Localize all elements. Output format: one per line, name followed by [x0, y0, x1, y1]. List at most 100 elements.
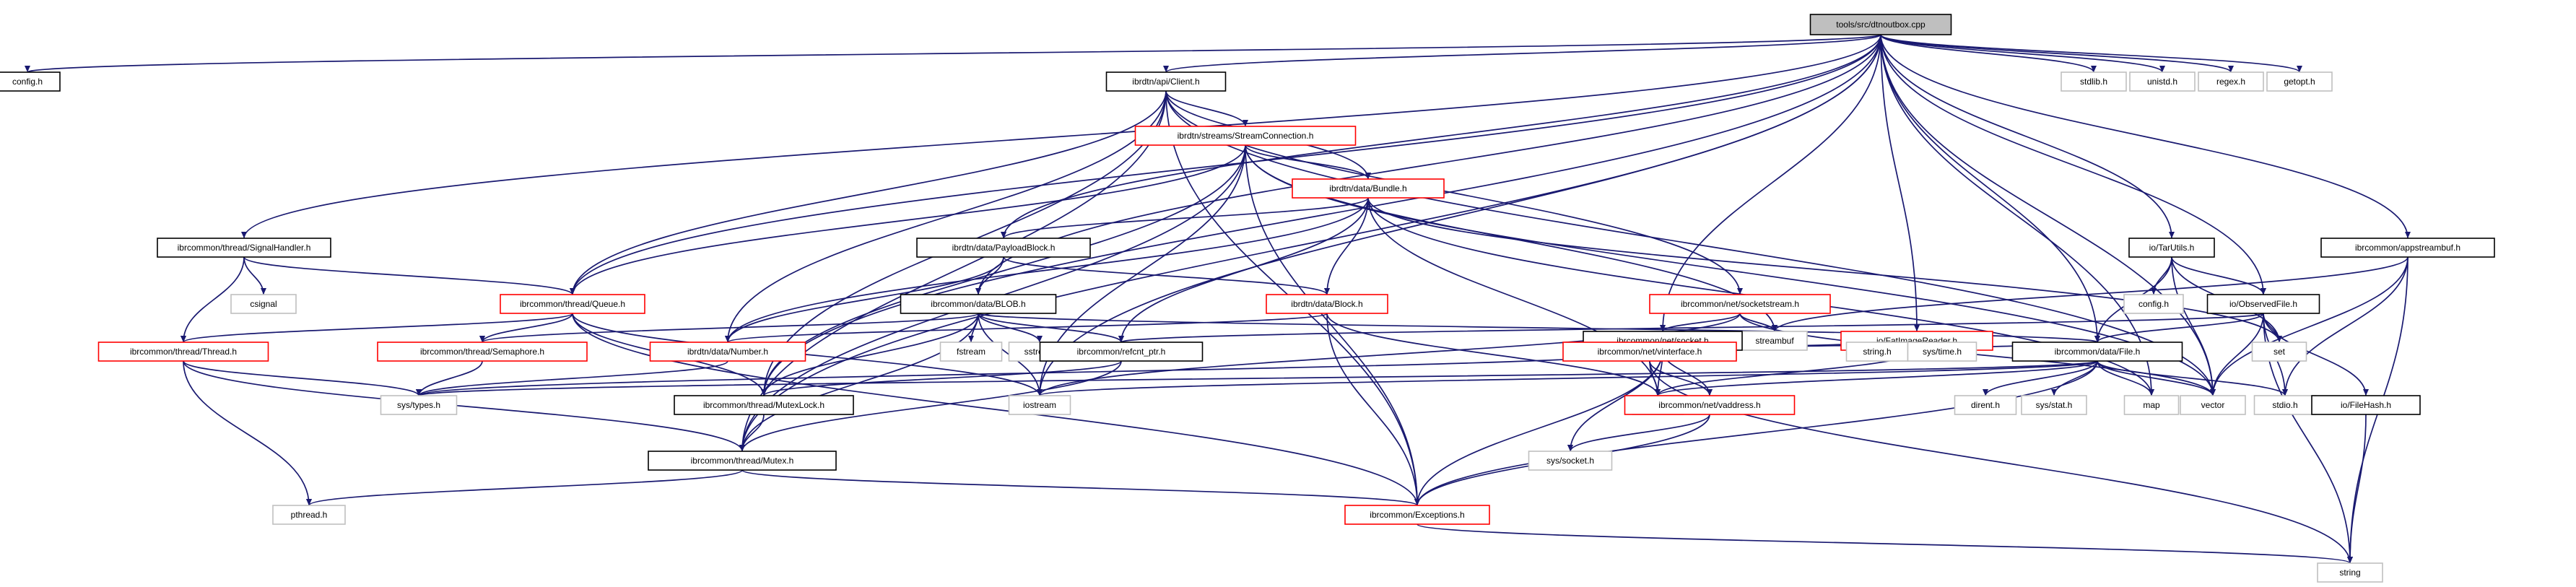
node-refcnt[interactable]: ibrcommon/refcnt_ptr.h [1039, 342, 1204, 362]
edge-root-to-regex [1880, 34, 2234, 73]
node-config[interactable]: config.h [0, 71, 61, 92]
node-label: getopt.h [2284, 77, 2315, 87]
node-box [0, 71, 61, 92]
node-dirent: dirent.h [1954, 395, 2017, 415]
node-box [157, 238, 331, 258]
node-queue[interactable]: ibrcommon/thread/Queue.h [500, 294, 645, 314]
node-box [377, 342, 588, 362]
node-sysstat: sys/stat.h [2021, 395, 2087, 415]
edge-root-to-client [1163, 34, 1881, 73]
node-label: io/TarUtils.h [2149, 243, 2195, 253]
node-vaddress[interactable]: ibrcommon/net/vaddress.h [1624, 395, 1796, 415]
edge-observed-to-refcnt [1118, 313, 2264, 343]
node-label: iostream [1023, 400, 1056, 410]
node-number[interactable]: ibrdtn/data/Number.h [649, 342, 806, 362]
node-label: fstream [957, 347, 985, 357]
node-label: stdio.h [2272, 400, 2297, 410]
edge-root-to-queue [570, 34, 1881, 295]
edge-file-to-stdio [2097, 360, 2288, 396]
node-label: ibrcommon/thread/Mutex.h [691, 456, 794, 466]
node-box [2320, 238, 2495, 258]
node-label: ibrcommon/appstreambuf.h [2355, 243, 2460, 253]
node-label: config.h [12, 77, 43, 87]
node-box [1105, 71, 1227, 92]
node-box [1266, 294, 1388, 314]
node-box [1907, 342, 1977, 362]
node-label: ibrcommon/thread/SignalHandler.h [178, 243, 311, 253]
node-sighandler[interactable]: ibrcommon/thread/SignalHandler.h [157, 238, 331, 258]
node-filehash[interactable]: io/FileHash.h [2311, 395, 2421, 415]
node-label: ibrcommon/thread/Semaphore.h [420, 347, 544, 357]
node-label: sys/types.h [397, 400, 440, 410]
node-appstream[interactable]: ibrcommon/appstreambuf.h [2320, 238, 2495, 258]
node-stringh: string.h [1845, 342, 1909, 362]
edge-queue-to-semaphore [479, 313, 573, 343]
edge-client-to-vector [1165, 90, 2216, 396]
node-streamconn[interactable]: ibrdtn/streams/StreamConnection.h [1134, 126, 1357, 146]
edge-tarutils-to-observed [2171, 256, 2266, 295]
edge-payload-to-block [1003, 256, 1330, 295]
node-label: ibrdtn/data/PayloadBlock.h [952, 243, 1056, 253]
node-label: io/FileHash.h [2341, 400, 2391, 410]
edge-root-to-socket [1660, 34, 1881, 332]
node-semaphore[interactable]: ibrcommon/thread/Semaphore.h [377, 342, 588, 362]
node-client[interactable]: ibrdtn/api/Client.h [1105, 71, 1227, 92]
node-box [2011, 342, 2183, 362]
node-exceptions[interactable]: ibrcommon/Exceptions.h [1344, 505, 1490, 525]
node-unistd: unistd.h [2129, 71, 2196, 92]
node-file[interactable]: ibrcommon/data/File.h [2011, 342, 2183, 362]
node-csignal: csignal [230, 294, 297, 314]
edge-root-to-mutexlock [761, 34, 1881, 396]
edge-bundle-to-payload [1001, 197, 1369, 239]
node-box [2206, 294, 2320, 314]
node-box [1134, 126, 1357, 146]
node-label: map [2143, 400, 2160, 410]
node-box [939, 342, 1003, 362]
node-block[interactable]: ibrdtn/data/Block.h [1266, 294, 1388, 314]
node-box [2129, 71, 2196, 92]
edge-streamconn-to-bundle [1245, 144, 1371, 180]
edge-mutex-to-exceptions [741, 469, 1420, 506]
edge-socketstream-to-socket [1660, 313, 1741, 332]
node-mutex[interactable]: ibrcommon/thread/Mutex.h [648, 451, 837, 471]
edge-root-to-appstream [1880, 34, 2411, 239]
node-payload[interactable]: ibrdtn/data/PayloadBlock.h [916, 238, 1091, 258]
node-label: sys/stat.h [2036, 400, 2073, 410]
node-label: ibrcommon/refcnt_ptr.h [1077, 347, 1166, 357]
edge-root-to-observed [1880, 34, 2266, 295]
edge-blob-to-semaphore [479, 313, 979, 343]
node-box [2180, 395, 2246, 415]
node-bundle[interactable]: ibrdtn/data/Bundle.h [1292, 178, 1445, 199]
node-tarutils[interactable]: io/TarUtils.h [2128, 238, 2215, 258]
node-observed[interactable]: io/ObservedFile.h [2206, 294, 2320, 314]
edge-appstream-to-streambuf [1772, 256, 2409, 332]
node-blob[interactable]: ibrcommon/data/BLOB.h [900, 294, 1057, 314]
node-label: sys/time.h [1923, 347, 1962, 357]
node-label: vector [2201, 400, 2225, 410]
node-fstream: fstream [939, 342, 1003, 362]
node-box [1809, 14, 1952, 35]
edge-client-to-mutex [739, 90, 1167, 452]
node-box [1039, 342, 1204, 362]
node-label: stdlib.h [2080, 77, 2107, 87]
node-box [648, 451, 837, 471]
node-label: unistd.h [2147, 77, 2177, 87]
node-mutexlock[interactable]: ibrcommon/thread/MutexLock.h [674, 395, 854, 415]
node-label: ibrcommon/thread/MutexLock.h [703, 400, 824, 410]
edge-observed-to-file [2094, 313, 2264, 343]
edge-number-to-systypes [416, 360, 728, 396]
node-stdio: stdio.h [2253, 395, 2317, 415]
node-systime: sys/time.h [1907, 342, 1977, 362]
edge-root-to-file [1880, 34, 2100, 343]
node-box [1954, 395, 2017, 415]
node-root[interactable]: tools/src/dtnoutbox.cpp [1809, 14, 1952, 35]
node-systypes: sys/types.h [380, 395, 458, 415]
edge-refcnt-to-mutexlock [761, 360, 1122, 396]
edge-client-to-streamconn [1165, 90, 1248, 127]
node-thread[interactable]: ibrcommon/thread/Thread.h [97, 342, 269, 362]
node-box [1624, 395, 1796, 415]
node-vinterface[interactable]: ibrcommon/net/vinterface.h [1562, 342, 1737, 362]
node-socketstream[interactable]: ibrcommon/net/socketstream.h [1649, 294, 1831, 314]
node-label: ibrdtn/data/Bundle.h [1329, 183, 1406, 194]
edge-root-to-tarutils [1880, 34, 2175, 239]
